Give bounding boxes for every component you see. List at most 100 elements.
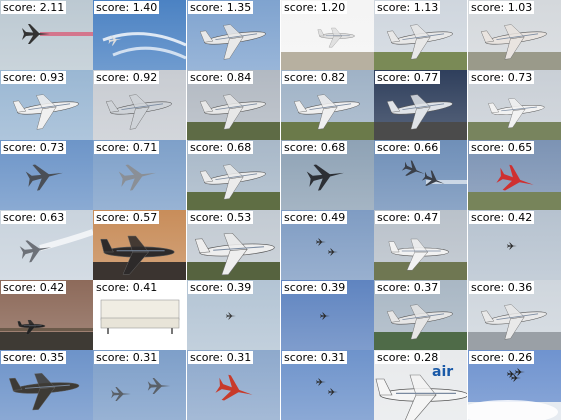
score-label: score: 0.36 [469, 281, 535, 294]
image-tile: score: 0.31 [281, 350, 374, 420]
score-label: score: 0.63 [1, 211, 67, 224]
image-tile: score: 1.40 [93, 0, 186, 70]
score-label: score: 2.11 [1, 1, 67, 14]
aircraft-shape [195, 233, 275, 276]
aircraft-shape [199, 24, 266, 60]
image-tile: score: 0.71 [93, 140, 186, 210]
image-tile: score: 0.73 [468, 70, 561, 140]
aircraft-shape [386, 304, 453, 340]
image-tile: score: 2.11 [0, 0, 93, 70]
image-tile: score: 0.73 [0, 140, 93, 210]
airline-logo-text: air [432, 364, 453, 380]
fighter-shape [421, 170, 445, 186]
image-tile: score: 0.57 [93, 210, 186, 280]
aircraft-shape [480, 304, 547, 340]
fighter-shape [507, 370, 517, 378]
aircraft-shape [293, 94, 360, 130]
image-tile: score: 0.77 [374, 70, 467, 140]
ground [374, 262, 467, 280]
fighter-shape [507, 242, 517, 250]
image-tile: score: 1.35 [187, 0, 280, 70]
ground [374, 122, 467, 140]
ground [468, 122, 561, 140]
image-tile: score: 0.26 [468, 350, 561, 420]
image-tile: score: 0.65 [468, 140, 561, 210]
aircraft-shape [488, 98, 545, 129]
score-label: score: 1.03 [469, 1, 535, 14]
image-tile: score: 0.31 [93, 350, 186, 420]
fighter-shape [226, 312, 236, 320]
score-label: score: 0.53 [188, 211, 254, 224]
image-tile: score: 0.35 [0, 350, 93, 420]
score-label: score: 0.41 [94, 281, 160, 294]
fighter-shape [107, 35, 122, 46]
score-label: score: 0.31 [94, 351, 160, 364]
score-label: score: 0.77 [375, 71, 441, 84]
thumbnail-image [281, 70, 374, 140]
fighter-shape [515, 368, 525, 376]
ground [0, 332, 93, 350]
score-label: score: 0.39 [188, 281, 254, 294]
image-tile: score: 0.68 [281, 140, 374, 210]
image-tile: score: 0.82 [281, 70, 374, 140]
fighter-shape [215, 374, 253, 401]
aircraft-shape [100, 235, 175, 275]
fighter-shape [22, 24, 50, 44]
image-tile: score: 1.20 [281, 0, 374, 70]
image-tile: score: 0.41 [93, 280, 186, 350]
score-label: score: 0.93 [1, 71, 67, 84]
image-tile: score: 0.63 [0, 210, 93, 280]
ground [468, 192, 561, 210]
image-tile: score: 0.39 [187, 280, 280, 350]
score-label: score: 0.73 [469, 71, 535, 84]
score-label: score: 1.13 [375, 1, 441, 14]
fighter-shape [401, 160, 425, 176]
image-tile: score: 0.42 [0, 280, 93, 350]
image-tile: score: 0.42 [468, 210, 561, 280]
ground [374, 52, 467, 70]
ground [187, 122, 280, 140]
fighter-shape [111, 387, 131, 401]
fighter-shape [19, 240, 52, 263]
image-tile: score: 0.39 [281, 280, 374, 350]
aircraft-shape [386, 94, 453, 130]
image-tile: score: 0.66 [374, 140, 467, 210]
image-tile: score: 0.93 [0, 70, 93, 140]
score-label: score: 0.92 [94, 71, 160, 84]
image-tile: score: 0.47 [374, 210, 467, 280]
score-label: score: 0.68 [188, 141, 254, 154]
image-tile: score: 0.37 [374, 280, 467, 350]
aircraft-shape [105, 94, 172, 130]
fighter-shape [118, 164, 156, 191]
score-label: score: 0.28 [375, 351, 441, 364]
ground [187, 262, 280, 280]
score-label: score: 1.20 [282, 1, 348, 14]
image-tile: score: 0.36 [468, 280, 561, 350]
score-label: score: 0.26 [469, 351, 535, 364]
thumbnail-image [93, 210, 186, 280]
ground [281, 122, 374, 140]
fighter-shape [328, 388, 338, 396]
score-label: score: 0.71 [94, 141, 160, 154]
ground [468, 52, 561, 70]
aircraft-shape [386, 24, 453, 60]
score-label: score: 0.68 [282, 141, 348, 154]
fighter-shape [316, 238, 326, 246]
aircraft-shape [199, 94, 266, 130]
score-label: score: 0.49 [282, 211, 348, 224]
fighter-shape [316, 378, 326, 386]
score-label: score: 0.65 [469, 141, 535, 154]
aircraft-shape [8, 373, 80, 411]
thumbnail-image: air [374, 350, 467, 420]
ground [374, 332, 467, 350]
aircraft-shape [199, 164, 266, 200]
score-label: score: 0.82 [282, 71, 348, 84]
fighter-shape [25, 164, 63, 191]
aircraft-shape [388, 238, 449, 271]
score-label: score: 0.42 [469, 211, 535, 224]
score-label: score: 0.42 [1, 281, 67, 294]
ground [187, 192, 280, 210]
score-label: score: 0.84 [188, 71, 254, 84]
